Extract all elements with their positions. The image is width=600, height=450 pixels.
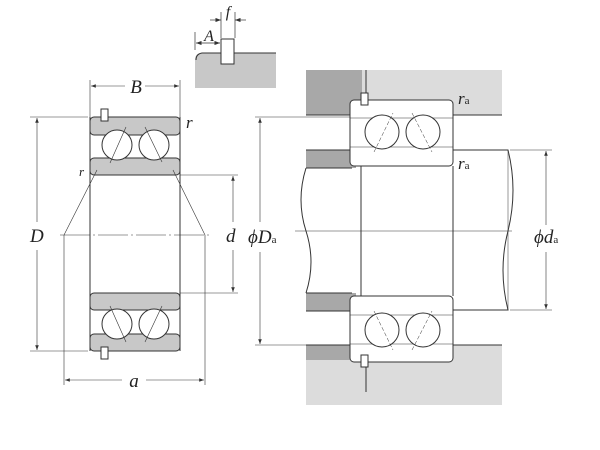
label-r-inner: r: [79, 164, 85, 179]
bearing-cross-section: [30, 80, 238, 385]
label-phi-da: ϕda: [534, 227, 558, 248]
label-r-top: r: [186, 113, 193, 132]
label-ra-mid: ra: [458, 154, 470, 173]
label-phi-Da: ϕDa: [248, 227, 277, 248]
label-A: A: [203, 28, 214, 45]
label-f: f: [226, 4, 233, 21]
label-B: B: [130, 77, 142, 98]
snap-ring-groove-detail: [194, 12, 276, 88]
label-d: d: [226, 226, 236, 247]
mounting-diagram: [255, 70, 552, 405]
label-ra-top: ra: [458, 89, 470, 108]
label-D: D: [29, 226, 44, 247]
label-a: a: [129, 371, 139, 392]
